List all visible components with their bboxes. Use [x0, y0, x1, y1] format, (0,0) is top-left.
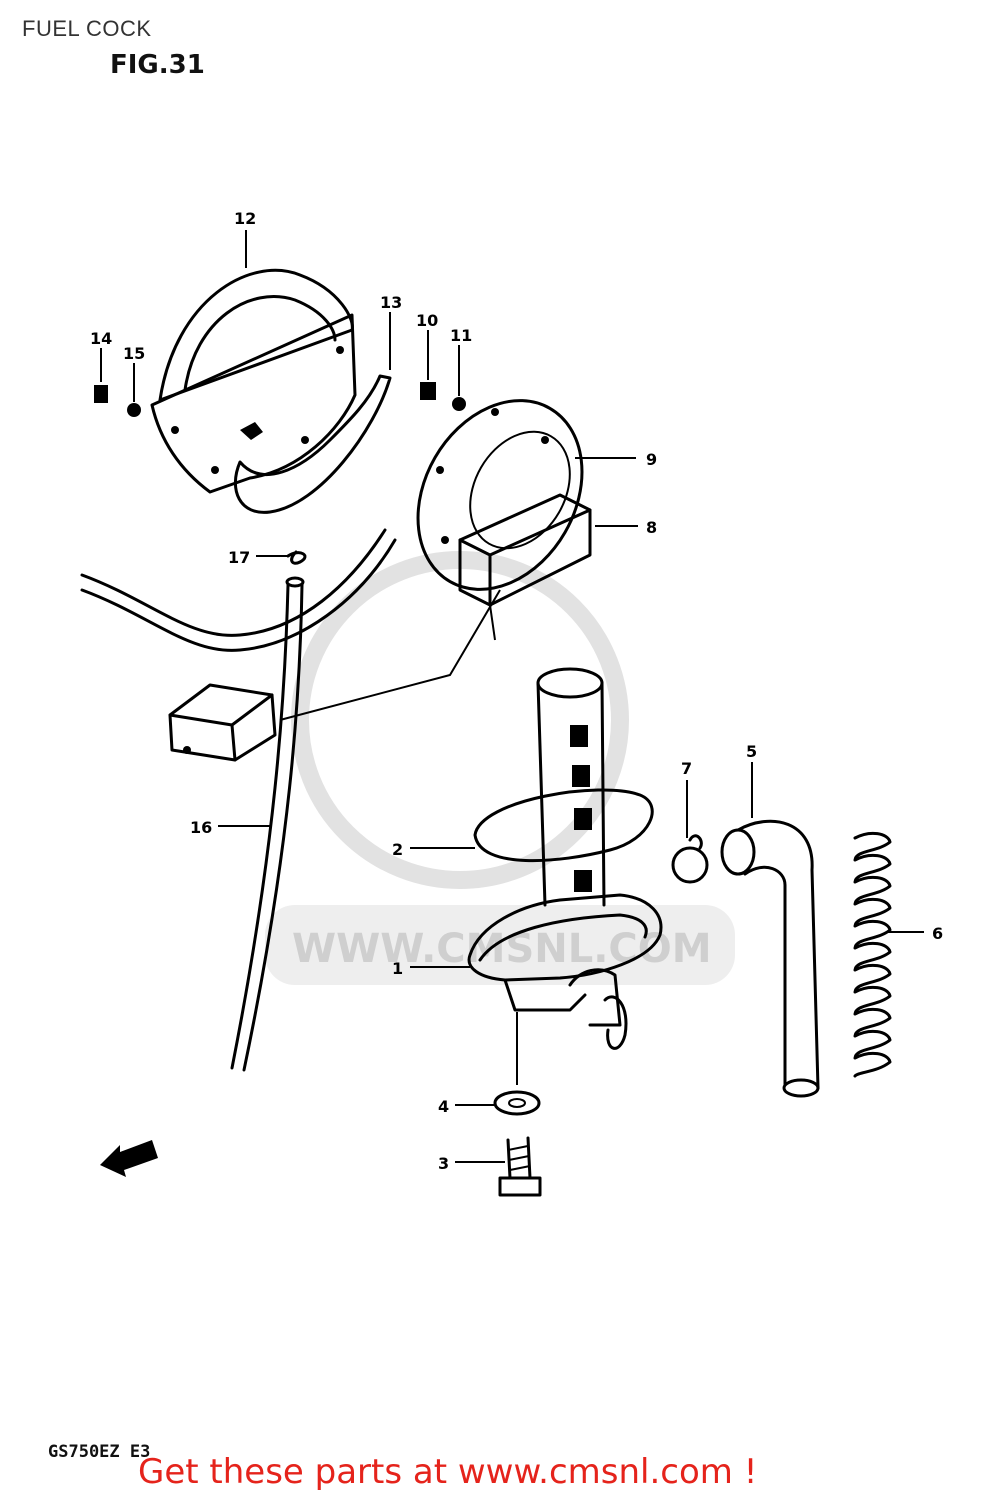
callout-4: 4 [438, 1097, 449, 1116]
part-8-sender-unit [458, 493, 592, 641]
callout-8: 8 [646, 518, 657, 537]
callout-14: 14 [90, 329, 112, 348]
part-14-screw [94, 385, 108, 403]
watermark-text: WWW.CMSNL.COM [292, 926, 712, 972]
callout-15: 15 [123, 344, 145, 363]
front-arrow-icon [100, 1140, 158, 1177]
part-13-gasket [234, 374, 392, 514]
part-6-spring [853, 831, 892, 1078]
callout-13: 13 [380, 293, 402, 312]
part-9-sender-flange [416, 399, 584, 591]
callout-5: 5 [746, 742, 757, 761]
parts-shop-link[interactable]: Get these parts at www.cmsnl.com ! [138, 1452, 758, 1492]
part-16-hose [230, 583, 304, 1072]
callout-1: 1 [392, 959, 403, 978]
callout-leaders [100, 230, 924, 1163]
callout-7: 7 [681, 759, 692, 778]
callout-2: 2 [392, 840, 403, 859]
part-10-screw [420, 382, 436, 400]
callout-10: 10 [416, 311, 438, 330]
page-title: FUEL COCK [22, 16, 152, 41]
part-5-elbow-hose [720, 819, 820, 1098]
part-15-washer [127, 403, 141, 417]
callout-11: 11 [450, 326, 472, 345]
figure-label: FIG.31 [110, 50, 205, 80]
model-code: GS750EZ E3 [48, 1442, 151, 1462]
exploded-parts-diagram: WWW.CMSNL.COM [80, 209, 943, 1197]
callout-numbers: 1 2 3 4 5 6 7 8 9 10 11 12 13 14 15 16 1… [90, 209, 943, 1173]
part-3-bolt [498, 1136, 542, 1197]
breather-tube [80, 538, 397, 652]
callout-12: 12 [234, 209, 256, 228]
part-2-o-ring [473, 788, 654, 863]
callout-9: 9 [646, 450, 657, 469]
part-12-mounting-plate [150, 269, 357, 494]
part-11-washer [452, 397, 466, 411]
fuel-float-assembly [168, 589, 501, 762]
callout-3: 3 [438, 1154, 449, 1173]
part-17-clip [286, 550, 307, 565]
part-7-clip [671, 834, 709, 884]
callout-16: 16 [190, 818, 212, 837]
part-4-washer [493, 1090, 541, 1116]
callout-17: 17 [228, 548, 250, 567]
callout-6: 6 [932, 924, 943, 943]
part-1-fuel-cock-body [467, 667, 663, 1050]
